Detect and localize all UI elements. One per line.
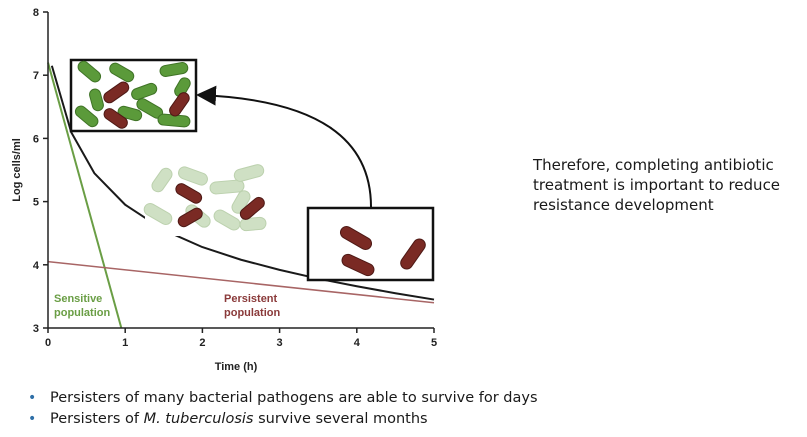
bullet-text-part: survive several months [253, 411, 428, 427]
killed-bacterium [231, 190, 251, 214]
killed-bacterium [178, 166, 208, 186]
persisters-box [306, 206, 435, 282]
persister-bacterium [239, 196, 265, 220]
persister-bacterium [400, 238, 426, 270]
series-layer [47, 62, 435, 329]
bacteria-group [175, 183, 265, 228]
persister-bacterium [339, 226, 373, 250]
bullet-list: • Persisters of many bacterial pathogens… [28, 388, 538, 430]
x-tick-label: 2 [199, 337, 205, 349]
sensitive-bacterium [174, 77, 191, 98]
total-population-curve [50, 65, 435, 301]
persistent-label-line-1: Persistent [224, 293, 278, 305]
chart: 0 1 2 3 4 5 3 4 5 6 7 8 Time (h) Log cells/ml Sensi… [11, 7, 437, 373]
killed-bacterium [209, 179, 245, 195]
persister-bacterium [103, 108, 128, 129]
sensitive-bacterium [89, 88, 104, 112]
initial-population-box [69, 58, 198, 133]
persister-bacterium [103, 81, 130, 104]
killed-bacterium [143, 203, 173, 225]
y-axis-title: Log cells/ml [11, 138, 23, 202]
bullet-text: Persisters of M. tuberculosis survive se… [50, 409, 428, 430]
persister-bacterium [341, 253, 375, 277]
bullet-dot-icon: • [28, 411, 37, 427]
persistent-population-label: Persistent population [224, 293, 280, 319]
sensitive-bacterium [159, 62, 189, 77]
killed-bacterium [233, 164, 265, 182]
y-tick-label: 3 [33, 323, 39, 335]
bacteria-group [339, 226, 426, 277]
sensitive-label-line-1: Sensitive [54, 293, 102, 305]
sensitive-bacterium [74, 105, 99, 128]
y-tick-label: 4 [33, 260, 40, 272]
persister-bacterium [175, 183, 203, 204]
after-treatment-box [143, 162, 271, 236]
killed-bacterium [213, 209, 241, 231]
axes [47, 12, 434, 329]
persister-bacterium [177, 207, 203, 228]
sensitive-bacterium [131, 82, 158, 101]
bullet-text-part: Persisters of [50, 411, 144, 427]
x-tick-label: 5 [431, 337, 437, 349]
sensitive-population-line [47, 62, 123, 329]
persistent-label-line-2: population [224, 307, 280, 319]
y-tick-label: 8 [33, 7, 39, 19]
sensitive-bacterium [109, 62, 135, 83]
x-tick-label: 0 [45, 337, 51, 349]
species-name: M. tuberculosis [143, 411, 254, 427]
bullet-text: Persisters of many bacterial pathogens a… [50, 390, 538, 406]
y-tick-label: 6 [33, 133, 39, 145]
bullet-dot-icon: • [28, 390, 37, 406]
persister-bacterium [169, 92, 190, 117]
bullet-item: • Persisters of M. tuberculosis survive … [28, 409, 538, 430]
killed-bacterium [239, 216, 267, 232]
ticks-layer: 0 1 2 3 4 5 3 4 5 6 7 8 [33, 7, 437, 349]
sensitive-population-label: Sensitive population [54, 293, 110, 319]
y-tick-label: 5 [33, 197, 39, 209]
sensitive-bacterium [77, 60, 102, 83]
x-tick-label: 3 [277, 337, 283, 349]
x-tick-label: 1 [122, 337, 128, 349]
regrowth-arrow [196, 85, 372, 208]
persistent-population-line [47, 260, 435, 304]
y-tick-label: 7 [33, 70, 39, 82]
x-axis-title: Time (h) [215, 361, 258, 373]
x-tick-label: 4 [354, 337, 361, 349]
killed-bacterium [151, 167, 173, 193]
bullet-item: • Persisters of many bacterial pathogens… [28, 388, 538, 409]
side-note: Therefore, completing antibiotic treatme… [533, 156, 781, 214]
bacteria-group [103, 81, 190, 129]
sensitive-label-line-2: population [54, 307, 110, 319]
